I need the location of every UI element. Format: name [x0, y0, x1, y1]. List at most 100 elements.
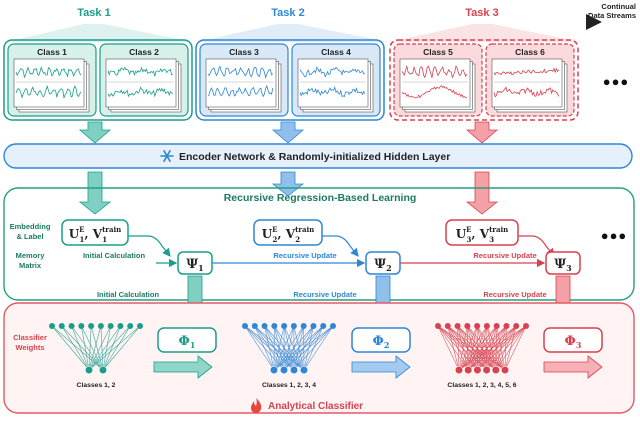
red-down-arrow-2: [467, 172, 497, 214]
input-neuron: [271, 323, 277, 329]
output-neuron: [455, 366, 463, 374]
class-title-2: Class 2: [129, 47, 159, 57]
input-neuron: [252, 323, 258, 329]
input-neuron: [455, 323, 461, 329]
task1-label: Task 1: [77, 7, 110, 19]
task-to-encoder-arrows: [80, 122, 497, 143]
embedding-label-line2: & Label: [16, 232, 43, 241]
series-window: [206, 59, 276, 107]
classifier-frame: [4, 303, 634, 413]
classifier-initial-calc: Initial Calculation: [97, 290, 160, 299]
input-neuron: [242, 323, 248, 329]
input-neuron: [262, 323, 268, 329]
learning-more-dots: ●●●: [601, 228, 628, 243]
psi-box-1: Ψ1: [178, 252, 212, 274]
series-window: [14, 59, 84, 107]
task2-down-arrow: [273, 122, 303, 143]
embedding-label-line1: Embedding: [10, 222, 51, 231]
encoder-block: Encoder Network & Randomly-initialized H…: [4, 144, 632, 168]
timeline: Task 1 Task 2 Task 3 Continual Data Stre…: [4, 2, 636, 42]
input-neuron: [523, 323, 529, 329]
classifier-weights-line2: Weights: [15, 343, 44, 352]
input-neuron: [281, 323, 287, 329]
series-window: [106, 59, 176, 107]
input-neuron: [320, 323, 326, 329]
psi-box-2: Ψ2: [366, 252, 400, 274]
output-neuron: [270, 366, 278, 374]
class-title-5: Class 5: [423, 47, 453, 57]
input-neuron: [310, 323, 316, 329]
input-neuron: [301, 323, 307, 329]
classifier-weights-line1: Classifier: [13, 333, 47, 342]
stream-label-line1: Continual: [601, 2, 636, 11]
output-neuron: [474, 366, 482, 374]
task-groups: Class 1 Class 2 Class 3 Class 4 Class 5 Class…: [4, 40, 578, 120]
input-neuron: [435, 323, 441, 329]
input-neuron: [445, 323, 451, 329]
output-neuron: [464, 366, 472, 374]
output-neuron: [492, 366, 500, 374]
output-neuron: [290, 366, 298, 374]
output-neuron: [280, 366, 288, 374]
phi-box-1: Φ1: [158, 328, 216, 352]
class-title-3: Class 3: [229, 47, 259, 57]
learning-recursive-update-1: Recursive Update: [273, 251, 336, 260]
memory-label-line1: Memory: [16, 251, 46, 260]
output-neuron: [99, 366, 107, 374]
learning-title: Recursive Regression-Based Learning: [224, 192, 417, 204]
encoder-label: Encoder Network & Randomly-initialized H…: [179, 151, 450, 163]
task1-down-arrow: [80, 122, 110, 143]
input-neuron: [108, 323, 114, 329]
classes-12-label: Classes 1, 2: [77, 382, 116, 389]
task3-down-arrow: [467, 122, 497, 143]
input-neuron: [117, 323, 123, 329]
input-neuron: [513, 323, 519, 329]
series-window: [298, 59, 368, 107]
input-neuron: [69, 323, 75, 329]
task2-label: Task 2: [271, 7, 304, 19]
psi-box-3: Ψ3: [546, 252, 580, 274]
classes-123456-label: Classes 1, 2, 3, 4, 5, 6: [447, 382, 516, 389]
classifier-recursive-update-2: Recursive Update: [483, 290, 546, 299]
input-neuron: [98, 323, 104, 329]
input-neuron: [494, 323, 500, 329]
input-neuron: [503, 323, 509, 329]
input-neuron: [59, 323, 65, 329]
classifier-block: Classifier Weights Φ1 Φ2 Φ3 Classes 1, 2…: [4, 303, 634, 413]
learning-recursive-update-2: Recursive Update: [473, 251, 536, 260]
stream-label-line2: Data Streams: [588, 11, 636, 20]
class-title-4: Class 4: [321, 47, 351, 57]
task3-label: Task 3: [465, 7, 498, 19]
classifier-title: Analytical Classifier: [268, 401, 363, 412]
class-title-1: Class 1: [37, 47, 67, 57]
output-neuron: [85, 366, 93, 374]
input-neuron: [78, 323, 84, 329]
output-neuron: [483, 366, 491, 374]
input-neuron: [127, 323, 133, 329]
phi-box-3: Φ3: [544, 328, 602, 352]
classes-1234-label: Classes 1, 2, 3, 4: [262, 382, 316, 389]
input-neuron: [474, 323, 480, 329]
input-neuron: [88, 323, 94, 329]
more-tasks-dots: ●●●: [603, 74, 630, 89]
memory-label-line2: Matrix: [19, 261, 42, 270]
series-window: [400, 59, 470, 107]
phi-box-2: Φ2: [352, 328, 410, 352]
input-neuron: [330, 323, 336, 329]
input-neuron: [291, 323, 297, 329]
series-window: [492, 59, 562, 107]
classifier-recursive-update-1: Recursive Update: [293, 290, 356, 299]
input-neuron: [137, 323, 143, 329]
input-neuron: [49, 323, 55, 329]
output-neuron: [300, 366, 308, 374]
output-neuron: [501, 366, 509, 374]
input-neuron: [484, 323, 490, 329]
teal-down-arrow-2: [80, 172, 110, 214]
class-title-6: Class 6: [515, 47, 545, 57]
learning-initial-calc: Initial Calculation: [83, 251, 146, 260]
